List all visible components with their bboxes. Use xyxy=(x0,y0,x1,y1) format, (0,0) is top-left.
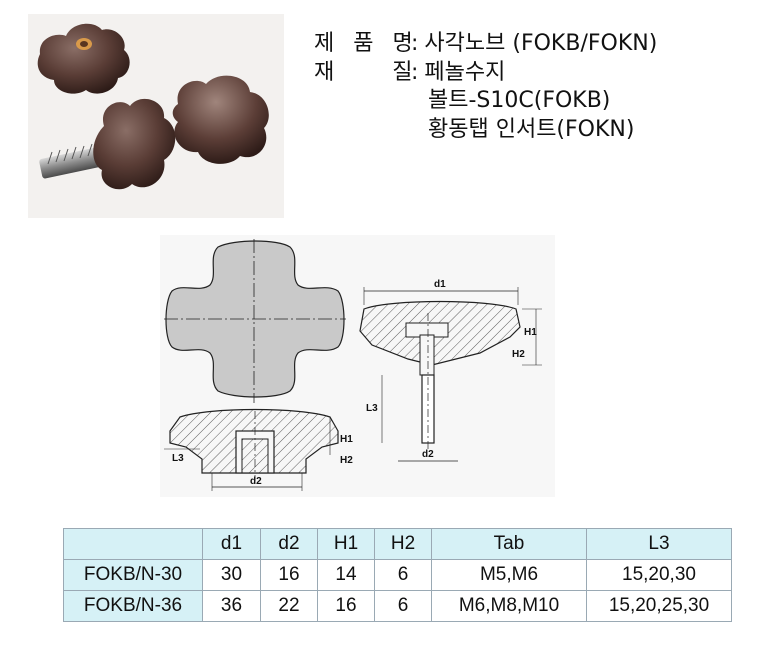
table-cell: 16 xyxy=(317,590,375,622)
table-cell-model: FOKB/N-30 xyxy=(63,559,203,591)
table-row: FOKB/N-30 30 16 14 6 M5,M6 15,20,30 xyxy=(63,559,732,591)
table-cell: 30 xyxy=(202,559,261,591)
product-name-value: 사각노브 (FOKB/FOKN) xyxy=(424,31,658,56)
material-value-3: 황동탭 인서트(FOKN) xyxy=(428,116,635,142)
table-header-cell: L3 xyxy=(586,528,732,560)
dim-h2-bottom: H2 xyxy=(340,455,353,466)
material-row-3: 황동탭 인서트(FOKN) xyxy=(314,116,657,145)
dim-d1: d1 xyxy=(434,279,446,290)
table-cell: 36 xyxy=(202,590,261,622)
technical-drawing: d2 H1 H2 L3 d1 H1 H2 L3 d2 xyxy=(160,235,555,497)
material-value-1: 페놀수지 xyxy=(424,59,506,85)
table-row: FOKB/N-36 36 22 16 6 M6,M8,M10 15,20,25,… xyxy=(63,590,732,622)
table-header-cell: H2 xyxy=(374,528,432,560)
product-name-label: 제 품 명 xyxy=(314,31,419,56)
separator: : xyxy=(411,31,419,56)
dim-h1-bottom: H1 xyxy=(340,434,353,445)
dim-d2-bottom: d2 xyxy=(250,476,262,487)
table-cell: 14 xyxy=(317,559,375,591)
product-photo xyxy=(28,14,284,218)
bottom-section-view: d2 H1 H2 L3 xyxy=(164,408,353,491)
table-cell-model: FOKB/N-36 xyxy=(63,590,203,622)
knob-with-bolt xyxy=(39,98,176,190)
table-cell: 16 xyxy=(260,559,318,591)
dim-h2-side: H2 xyxy=(512,349,525,360)
dim-l3-side: L3 xyxy=(366,403,378,414)
dim-h1-side: H1 xyxy=(524,327,537,338)
knob-top-view xyxy=(172,75,269,164)
table-cell: 15,20,25,30 xyxy=(586,590,732,622)
dim-l3-bottom: L3 xyxy=(172,453,184,464)
side-view: d1 H1 H2 L3 d2 xyxy=(359,279,542,462)
table-header-cell: Tab xyxy=(431,528,587,560)
separator: : xyxy=(411,59,419,85)
table-cell: 15,20,30 xyxy=(586,559,732,591)
table-cell: M5,M6 xyxy=(431,559,587,591)
table-header-row: d1 d2 H1 H2 Tab L3 xyxy=(63,528,732,560)
table-header-cell: d1 xyxy=(202,528,261,560)
table-cell: 22 xyxy=(260,590,318,622)
table-header-cell: H1 xyxy=(317,528,375,560)
material-label: 재 질 xyxy=(314,59,419,85)
product-spec: 제 품 명 : 사각노브 (FOKB/FOKN) 재 질 : 페놀수지 볼트-S… xyxy=(314,30,657,144)
material-row-2: 볼트-S10C(FOKB) xyxy=(314,87,657,116)
table-cell: 6 xyxy=(374,590,432,622)
dim-d2-top: d2 xyxy=(422,449,434,460)
product-name-row: 제 품 명 : 사각노브 (FOKB/FOKN) xyxy=(314,30,657,59)
table-cell: M6,M8,M10 xyxy=(431,590,587,622)
material-value-2: 볼트-S10C(FOKB) xyxy=(428,88,611,113)
material-row: 재 질 : 페놀수지 xyxy=(314,59,657,88)
table-header-cell xyxy=(63,528,203,560)
table-header-cell: d2 xyxy=(260,528,318,560)
top-view xyxy=(164,239,346,403)
spec-table: d1 d2 H1 H2 Tab L3 FOKB/N-30 30 16 14 6 … xyxy=(63,528,732,622)
table-cell: 6 xyxy=(374,559,432,591)
knob-with-insert xyxy=(37,23,130,94)
